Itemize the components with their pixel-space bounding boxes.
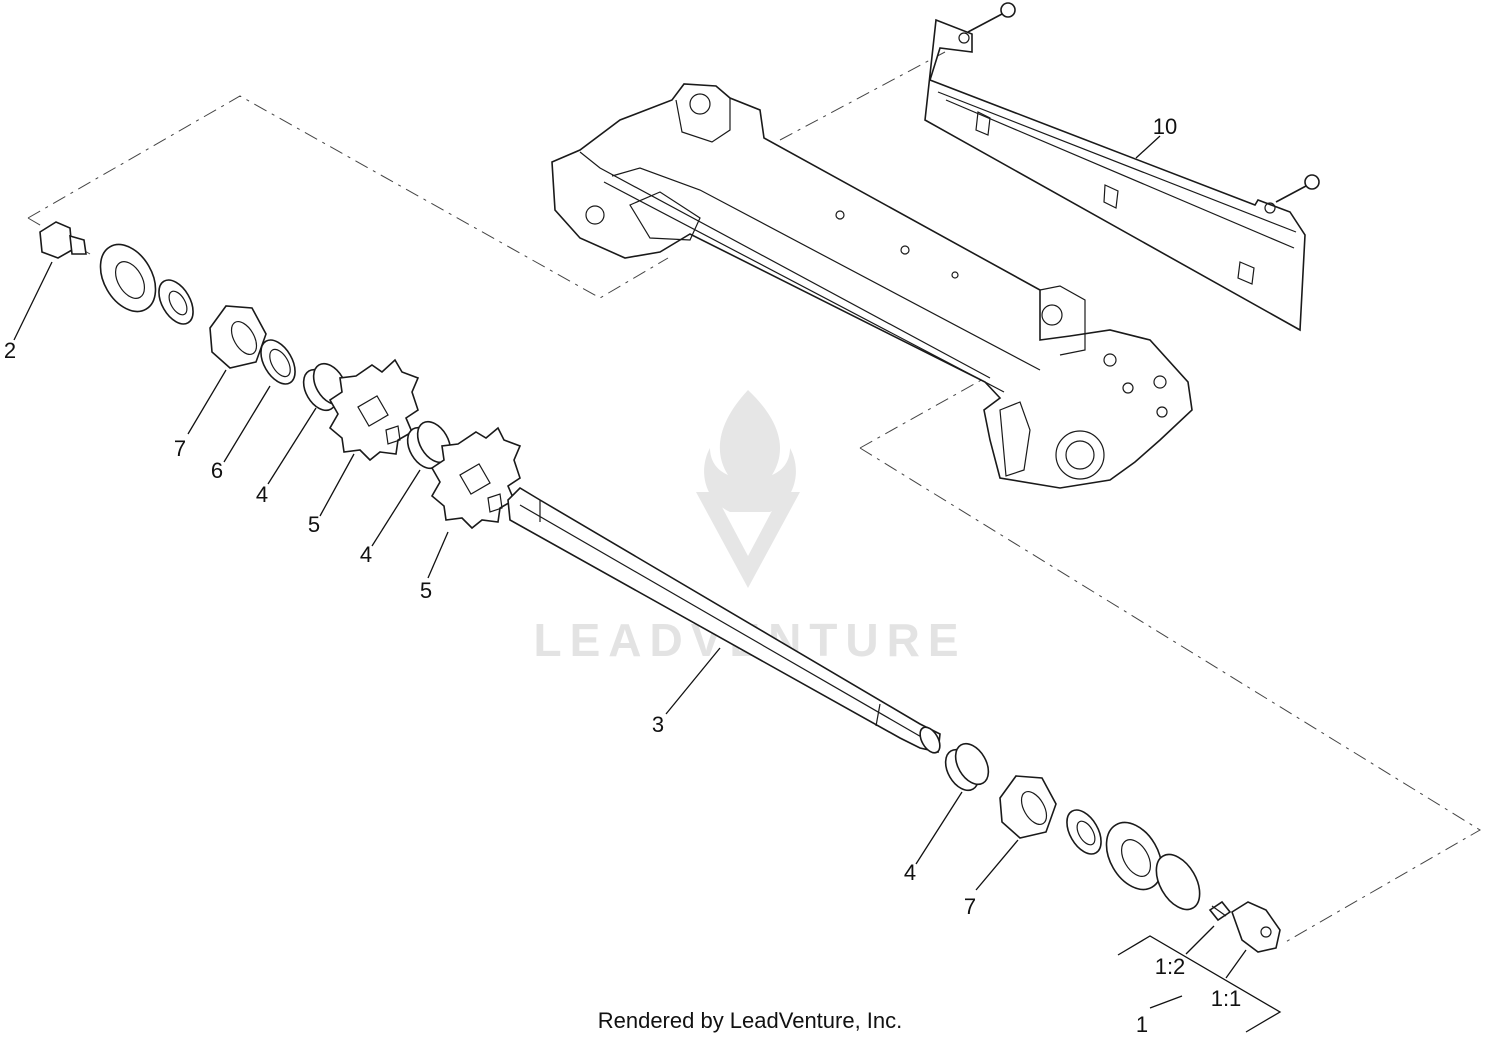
end-cap-part-1-1	[1231, 901, 1281, 953]
plug-part-2	[39, 221, 87, 259]
callout-7-lower: 7	[964, 894, 976, 919]
callout-5-lower: 5	[420, 578, 432, 603]
washer-part-6	[260, 339, 296, 385]
callout-4-upper: 4	[256, 482, 268, 507]
grease-fitting-part-1-2	[1208, 900, 1232, 922]
callout-6: 6	[211, 458, 223, 483]
seal-upper	[158, 279, 194, 325]
cutter-wheel-part-5-upper	[328, 358, 420, 462]
leader-lines	[13, 135, 1282, 1033]
render-credit: Rendered by LeadVenture, Inc.	[598, 1008, 903, 1033]
bracket-plate-part-10	[924, 2, 1320, 332]
o-ring	[1155, 853, 1201, 911]
bearing-lower	[1105, 821, 1163, 891]
hex-nut-part-7-lower	[999, 775, 1057, 839]
callout-1-2: 1:2	[1155, 954, 1186, 979]
callout-3: 3	[652, 712, 664, 737]
callout-5-upper: 5	[308, 512, 320, 537]
bolt-lower-icon	[1275, 174, 1320, 203]
leadventure-flame-logo-icon	[696, 390, 800, 588]
bearing-upper	[99, 243, 157, 313]
callout-10: 10	[1153, 114, 1177, 139]
callout-1: 1	[1136, 1012, 1148, 1037]
bolt-upper-icon	[967, 2, 1016, 33]
hex-nut-part-7-upper	[209, 305, 267, 369]
callouts: 2 7 6 4 5 4 5 3 10 4 7 1:2 1:1 1	[4, 114, 1241, 1037]
callout-2: 2	[4, 338, 16, 363]
spacer-part-4-lower	[944, 742, 990, 792]
callout-4-lower: 4	[904, 860, 916, 885]
cutter-wheel-part-5-lower	[430, 426, 522, 530]
shaft-part-3	[507, 486, 941, 754]
callout-7-upper: 7	[174, 436, 186, 461]
seal-lower	[1066, 809, 1102, 855]
callout-1-1: 1:1	[1211, 986, 1242, 1011]
callout-4-middle: 4	[360, 542, 372, 567]
frame-weldment	[551, 83, 1193, 489]
